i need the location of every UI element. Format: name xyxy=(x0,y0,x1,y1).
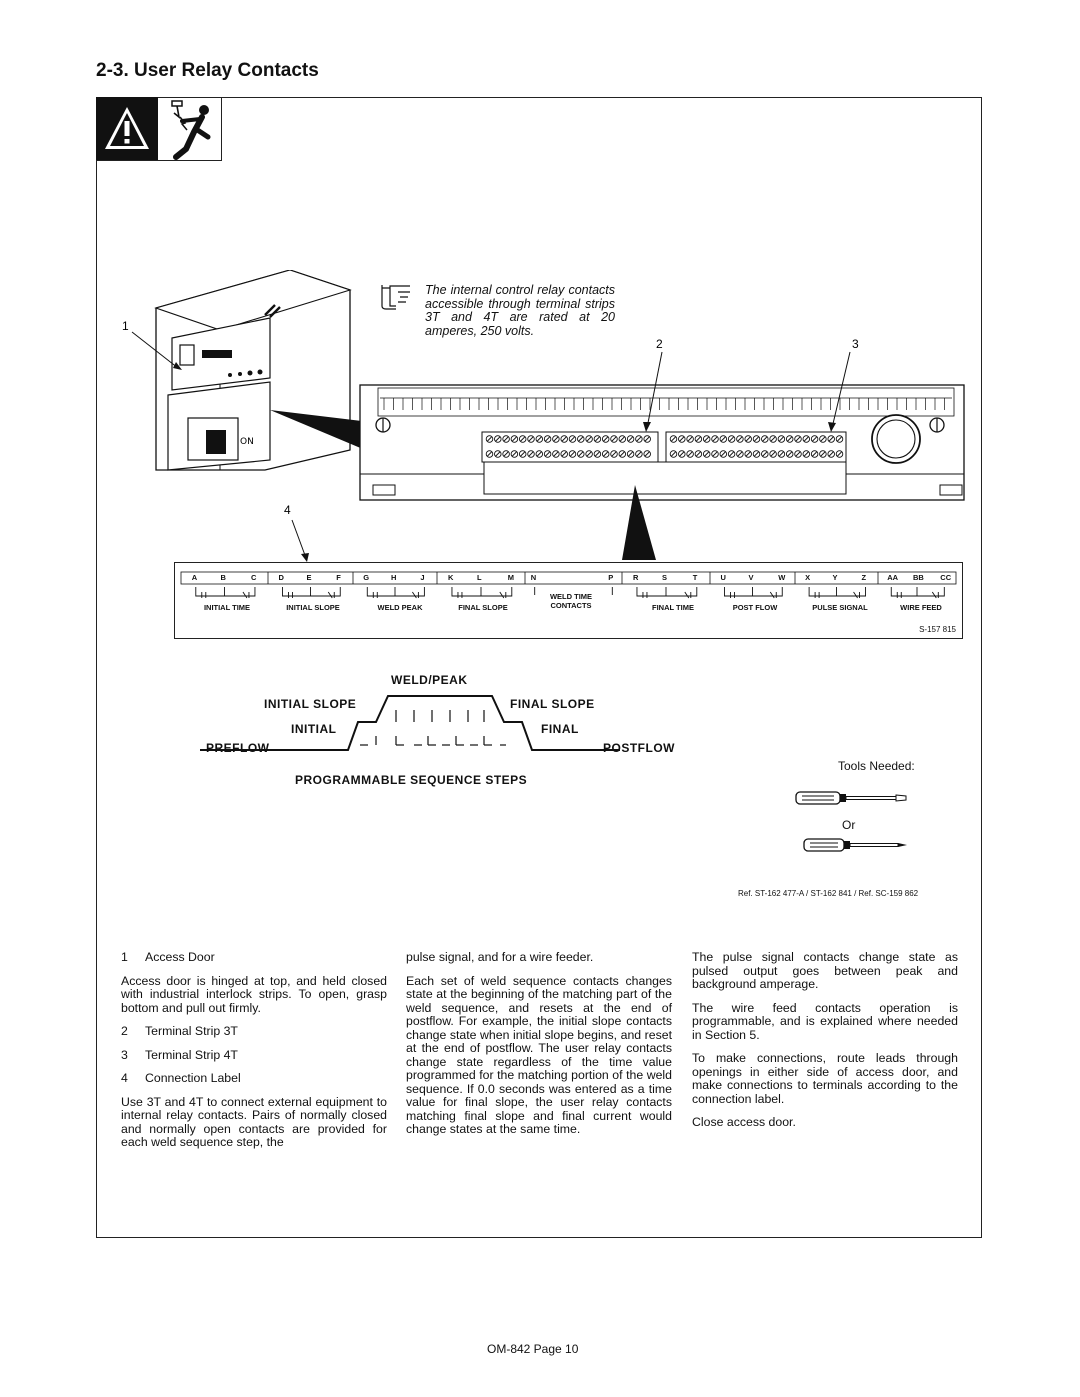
paragraph: Use 3T and 4T to connect external equipm… xyxy=(121,1094,387,1149)
label-weld-peak: WELD/PEAK xyxy=(391,673,468,687)
callout-2: 2 xyxy=(656,337,663,351)
tools-needed-label: Tools Needed: xyxy=(838,759,915,773)
contact-letter-d: D xyxy=(278,573,284,582)
callout-3: 3 xyxy=(852,337,859,351)
electric-shock-icon xyxy=(171,100,211,160)
text-column-2: pulse signal, and for a wire feeder. Eac… xyxy=(406,950,672,1147)
contact-letter-z: Z xyxy=(861,573,867,582)
contact-letter-t: T xyxy=(692,573,698,582)
contact-letter-h: H xyxy=(391,573,397,582)
callout-4: 4 xyxy=(284,503,291,517)
contact-letter-bb: BB xyxy=(913,573,924,582)
contact-letter-aa: AA xyxy=(887,573,899,582)
paragraph: The pulse signal contacts change state a… xyxy=(692,950,958,991)
contact-letter-cc: CC xyxy=(940,573,952,582)
group-weld-peak: WELD PEAK xyxy=(377,603,423,612)
contact-letter-k: K xyxy=(447,573,454,582)
contact-letter-f: F xyxy=(336,573,341,582)
contact-letter-s: S xyxy=(662,573,668,582)
contact-letter-l: L xyxy=(477,573,482,582)
tools-or-label: Or xyxy=(842,818,856,832)
contact-letter-b: B xyxy=(220,573,226,582)
contact-letter-e: E xyxy=(306,573,312,582)
contact-letter-v: V xyxy=(748,573,754,582)
content-frame xyxy=(96,97,982,1238)
contact-letter-g: G xyxy=(363,573,370,582)
contact-letter-j: J xyxy=(420,573,425,582)
label-postflow: POSTFLOW xyxy=(603,741,675,755)
sequence-caption: PROGRAMMABLE SEQUENCE STEPS xyxy=(295,773,528,787)
rating-note: The internal control relay contacts acce… xyxy=(425,283,615,338)
flat-screwdriver-icon xyxy=(795,791,907,805)
label-initial: INITIAL xyxy=(291,722,337,736)
contact-letter-r: R xyxy=(632,573,639,582)
drawing-number: S-157 815 xyxy=(919,625,956,634)
contact-letter-x: X xyxy=(805,573,811,582)
group-final-time: FINAL TIME xyxy=(652,603,694,612)
paragraph: Close access door. xyxy=(692,1115,796,1129)
contact-letter-m: M xyxy=(507,573,515,582)
contact-letter-p: P xyxy=(608,573,614,582)
label-initial-slope: INITIAL SLOPE xyxy=(264,697,357,711)
group-final-slope: FINAL SLOPE xyxy=(458,603,508,612)
paragraph: To make connections, route leads through… xyxy=(692,1051,958,1106)
phillips-screwdriver-icon xyxy=(803,838,907,852)
section-title: 2-3. User Relay Contacts xyxy=(96,60,319,81)
label-final-slope: FINAL SLOPE xyxy=(510,697,595,711)
paragraph: Each set of weld sequence contacts chang… xyxy=(406,973,672,1136)
contact-letter-w: W xyxy=(778,573,786,582)
contact-letter-y: Y xyxy=(832,573,838,582)
contact-letter-n: N xyxy=(530,573,537,582)
paragraph: The wire feed contacts operation is prog… xyxy=(692,1000,958,1042)
group-post-flow: POST FLOW xyxy=(732,603,778,612)
access-door-illustration: ON 1 2 3 4 xyxy=(122,270,965,562)
text-column-3: The pulse signal contacts change state a… xyxy=(692,950,958,1140)
contact-letter-c: C xyxy=(250,573,257,582)
hazard-symbol-box xyxy=(96,97,222,161)
paragraph: pulse signal, and for a wire feeder. xyxy=(406,950,594,964)
label-preflow: PREFLOW xyxy=(206,741,270,755)
group-wire-feed: WIRE FEED xyxy=(900,603,942,612)
group-pulse-signal: PULSE SIGNAL xyxy=(812,603,868,612)
group-initial-time: INITIAL TIME xyxy=(203,603,251,612)
weld-sequence-diagram xyxy=(200,695,620,751)
reference-numbers: Ref. ST-162 477-A / ST-162 841 / Ref. SC… xyxy=(738,889,919,898)
label-final: FINAL xyxy=(541,722,579,736)
svg-text:ON: ON xyxy=(240,437,254,447)
paragraph: Access door is hinged at top, and held c… xyxy=(121,973,387,1015)
page-footer: OM-842 Page 10 xyxy=(487,1342,579,1356)
pointing-hand-icon xyxy=(381,285,410,310)
warning-triangle-icon xyxy=(96,97,158,160)
group-weld-time-contacts: WELD TIME CONTACTS xyxy=(549,592,593,610)
callout-1: 1 xyxy=(122,319,129,333)
contact-letter-u: U xyxy=(720,573,726,582)
connection-label: A B C D E F G H J K L M N P R S T U V W X Y Z AA BB CC INITIAL TI… xyxy=(174,562,963,639)
group-initial-slope: INITIAL SLOPE xyxy=(286,603,340,612)
contact-letter-a: A xyxy=(191,573,198,582)
